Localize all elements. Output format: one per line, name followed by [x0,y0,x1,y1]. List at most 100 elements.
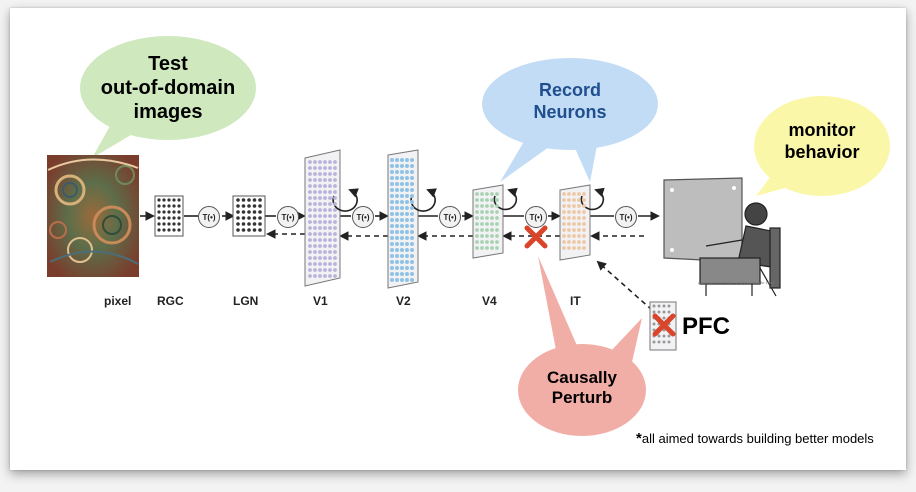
neuron-dot [395,158,399,162]
neuron-dot [495,246,499,250]
neuron-dot [333,208,337,212]
neuron-dot [157,228,161,232]
neuron-dot [567,204,571,208]
neuron-dot [667,334,671,338]
neuron-dot [333,268,337,272]
neuron-dot [395,242,399,246]
neuron-dot [485,204,489,208]
neuron-dot [567,234,571,238]
neuron-dot [577,222,581,226]
neuron-dot [247,216,251,220]
neuron-dot [236,216,240,220]
neuron-dot [495,222,499,226]
neuron-dot [480,234,484,238]
neuron-dot [405,206,409,210]
neuron-dot [490,210,494,214]
neuron-dot [582,204,586,208]
neuron-dot [410,176,414,180]
neuron-dot [480,228,484,232]
neuron-dot [400,260,404,264]
stage-label-pixel: pixel [104,294,132,308]
neuron-dot [567,210,571,214]
neuron-dot [328,202,332,206]
neuron-dot [318,208,322,212]
neuron-dot [562,228,566,232]
neuron-dot [475,210,479,214]
neuron-dot [567,240,571,244]
neuron-dot [405,182,409,186]
neuron-dot [318,274,322,278]
neuron-dot [410,182,414,186]
neuron-dot [323,214,327,218]
neuron-dot [328,238,332,242]
neuron-dot [333,226,337,230]
neuron-dot [323,166,327,170]
neuron-dot [400,158,404,162]
neuron-dot [313,262,317,266]
neuron-dot [400,206,404,210]
neuron-dot [480,246,484,250]
neuron-dot [177,216,181,220]
neuron-dot [567,198,571,202]
neuron-dot [167,222,171,226]
neuron-dot [410,170,414,174]
neuron-dot [495,204,499,208]
neuron-dot [475,198,479,202]
record-bubble [482,58,658,182]
neuron-dot [390,206,394,210]
neuron-dot [328,256,332,260]
neuron-dot [390,164,394,168]
neuron-dot [490,222,494,226]
neuron-dot [405,230,409,234]
neuron-dot [333,214,337,218]
neuron-dot [236,228,240,232]
neuron-dot [162,210,166,214]
neuron-dot [177,204,181,208]
neuron-dot [582,234,586,238]
neuron-dot [667,304,671,308]
neuron-dot [400,200,404,204]
neuron-dot [252,198,257,202]
neuron-dot [328,166,332,170]
v1-layer [304,149,359,287]
monitor-bubble-text: monitor behavior [784,120,860,162]
neuron-dot [577,210,581,214]
neuron-dot [323,226,327,230]
neuron-dot [308,250,312,254]
neuron-dot [390,266,394,270]
neuron-dot [162,228,166,232]
neuron-dot [258,222,262,226]
neuron-dot [172,222,176,226]
neuron-dot [480,192,484,196]
neuron-dot [400,254,404,258]
neuron-dot [313,238,317,242]
neuron-dot [400,224,404,228]
neuron-dot [162,222,166,226]
neuron-dot [395,200,399,204]
neuron-dot [323,208,327,212]
neuron-dot [313,172,317,176]
stage-label-lgn: LGN [233,294,259,308]
neuron-dot [308,268,312,272]
neuron-dot [313,220,317,224]
neuron-dot [318,190,322,194]
neuron-dot [333,244,337,248]
neuron-dot [333,172,337,176]
neuron-dot [662,304,666,308]
neuron-dot [308,208,312,212]
neuron-dot [318,184,322,188]
neuron-dot [410,206,414,210]
neuron-dot [328,178,332,182]
neuron-dot [308,160,312,164]
neuron-dot [167,198,171,202]
neuron-dot [475,240,479,244]
neuron-dot [390,260,394,264]
neuron-dot [313,184,317,188]
neuron-dot [308,166,312,170]
neuron-dot [405,224,409,228]
footnote: *all aimed towards building better model… [636,430,874,447]
neuron-dot [318,220,322,224]
neuron-dot [313,226,317,230]
neuron-dot [390,278,394,282]
neuron-dot [485,216,489,220]
